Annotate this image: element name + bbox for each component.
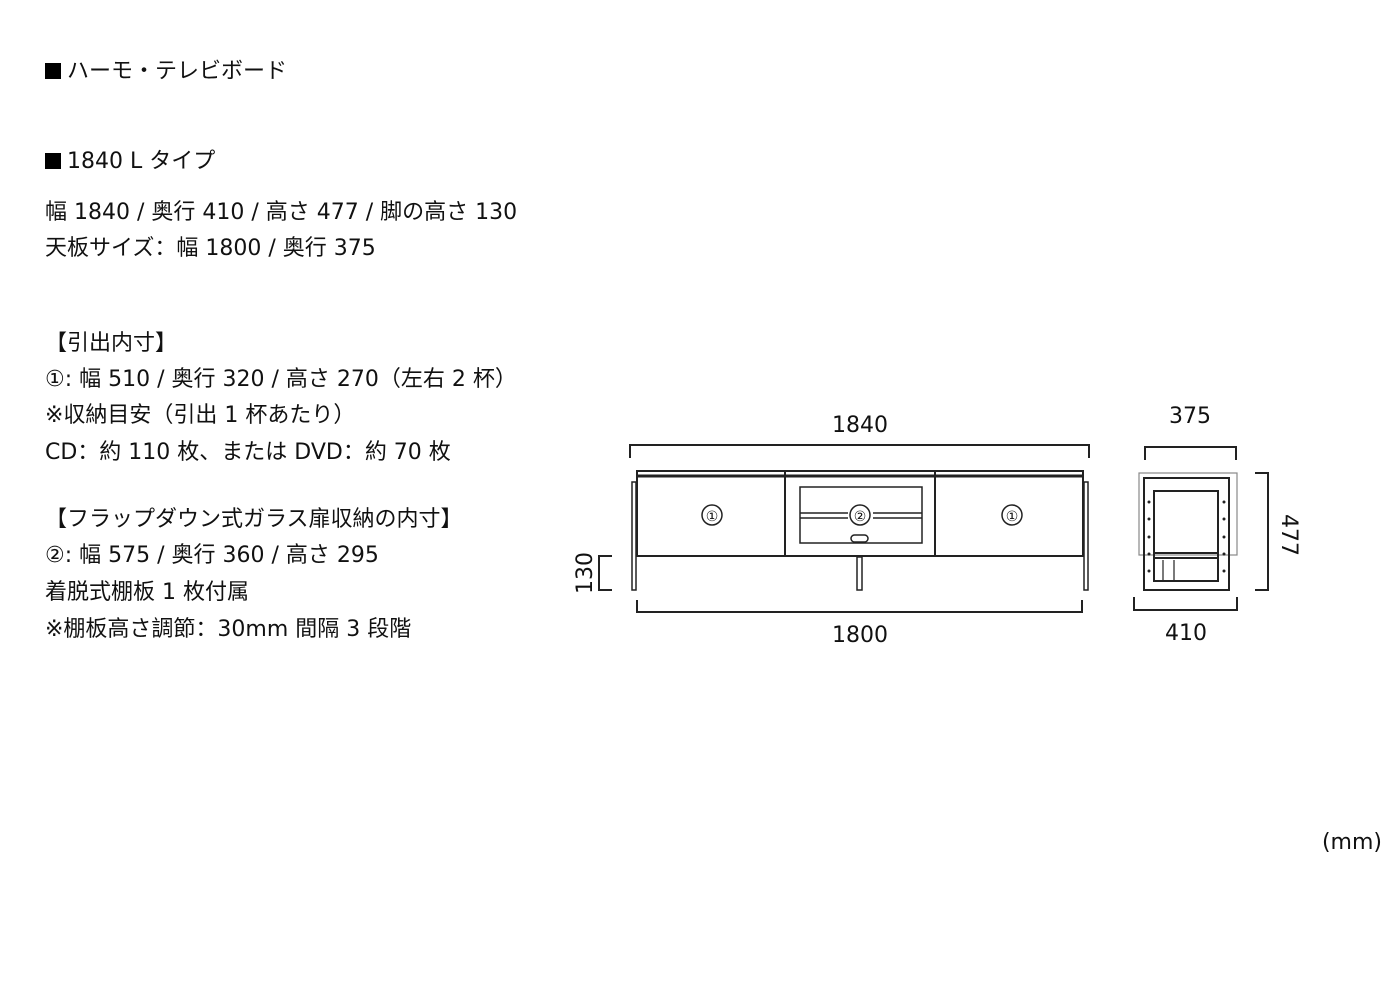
drawer-line: ※収納目安（引出 1 杯あたり） <box>45 403 356 428</box>
drawer-line: CD：約 110 枚、または DVD：約 70 枚 <box>45 440 451 465</box>
dim-1840: 1840 <box>832 413 888 438</box>
drawer-line: ①: 幅 510 / 奥行 320 / 高さ 270（左右 2 杯） <box>45 367 517 392</box>
flap-line: 着脱式棚板 1 枚付属 <box>45 580 249 605</box>
mark-glass: ② <box>854 509 867 525</box>
drawer-heading: 【引出内寸】 <box>45 331 178 356</box>
dim-bracket-410 <box>1133 597 1238 611</box>
bullet-square-icon <box>45 63 61 79</box>
center-leg <box>856 556 863 591</box>
dim-bracket-130 <box>598 555 612 591</box>
dim-130: 130 <box>573 552 598 594</box>
product-title: ハーモ・テレビボード <box>45 61 287 83</box>
flap-line: ※棚板高さ調節：30mm 間隔 3 段階 <box>45 617 412 642</box>
door-handle <box>850 534 869 543</box>
dim-477: 477 <box>1276 514 1301 556</box>
spec-line: 幅 1840 / 奥行 410 / 高さ 477 / 脚の高さ 130 <box>45 200 518 225</box>
dim-375: 375 <box>1169 404 1211 429</box>
unit-label: (mm) <box>1321 830 1382 855</box>
dim-bracket-1840 <box>629 444 1090 458</box>
dim-bracket-375 <box>1144 446 1237 460</box>
dim-bracket-1800 <box>636 600 1083 613</box>
flap-heading: 【フラップダウン式ガラス扉収納の内寸】 <box>45 507 463 532</box>
dim-410: 410 <box>1165 621 1207 646</box>
dim-bracket-477 <box>1255 472 1269 591</box>
bullet-square-icon <box>45 153 61 169</box>
mark-drawer-left: ① <box>706 509 719 525</box>
front-view: 1840 ① ② ① 1800 130 <box>573 413 1090 648</box>
type-text: 1840 L タイプ <box>67 149 216 174</box>
leg <box>1083 481 1089 591</box>
flap-line: ②: 幅 575 / 奥行 360 / 高さ 295 <box>45 543 379 568</box>
spec-line: 天板サイズ：幅 1800 / 奥行 375 <box>45 236 376 261</box>
side-view: 375 477 410 <box>1133 404 1301 646</box>
leg <box>631 481 637 591</box>
type-heading: 1840 L タイプ <box>45 151 215 173</box>
mark-drawer-right: ① <box>1006 509 1019 525</box>
cabinet-body <box>636 470 1084 557</box>
dim-1800: 1800 <box>832 623 888 648</box>
glass-door <box>799 486 923 544</box>
title-text: ハーモ・テレビボード <box>67 59 288 84</box>
